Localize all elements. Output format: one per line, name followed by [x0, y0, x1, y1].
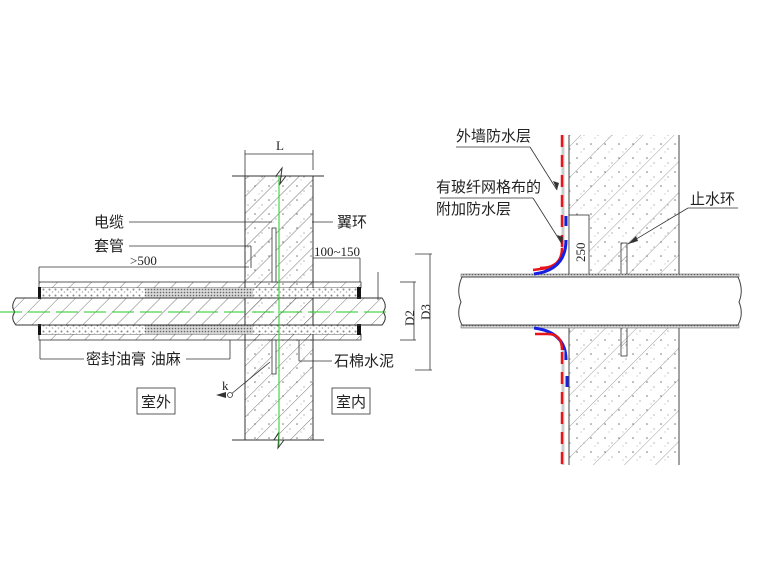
label-outdoor: 室外	[141, 393, 171, 411]
water-stop-ring-top	[620, 242, 628, 276]
dim-D2: D2	[402, 310, 417, 326]
dimension-L: L	[244, 138, 314, 176]
label-indoor: 室内	[336, 393, 366, 411]
label-cable: 电缆	[94, 213, 124, 231]
leaders-left	[38, 221, 432, 398]
dimension-L-label: L	[276, 138, 284, 153]
outdoor-box	[136, 387, 176, 415]
label-wing-ring: 翼环	[337, 213, 367, 231]
dim-D3: D3	[418, 304, 433, 320]
label-asbestos-cement: 石棉水泥	[334, 352, 394, 370]
label-sleeve: 套管	[94, 237, 124, 255]
waterproof-layers	[532, 135, 569, 465]
section-mark-k: k	[222, 378, 229, 393]
label-additional-layer-line2: 附加防水层	[436, 200, 511, 218]
left-section-drawing: L	[0, 138, 433, 450]
leaders-right	[440, 146, 738, 245]
dim-over-500: >500	[130, 253, 157, 268]
label-water-stop-ring: 止水环	[690, 190, 735, 208]
sleeve-assembly	[38, 227, 362, 375]
label-exterior-waterproof-layer: 外墙防水层	[456, 127, 531, 145]
water-stop-ring-bottom	[620, 325, 628, 357]
label-sealant-hemp: 密封油膏 油麻	[86, 350, 181, 368]
indoor-box	[331, 387, 371, 415]
label-additional-layer-line1: 有玻纤网格布的	[436, 178, 541, 196]
right-section-drawing: 250	[436, 127, 742, 465]
dim-250: 250	[573, 243, 588, 263]
pipe-right	[458, 273, 742, 329]
dim-100-150: 100~150	[314, 244, 360, 259]
